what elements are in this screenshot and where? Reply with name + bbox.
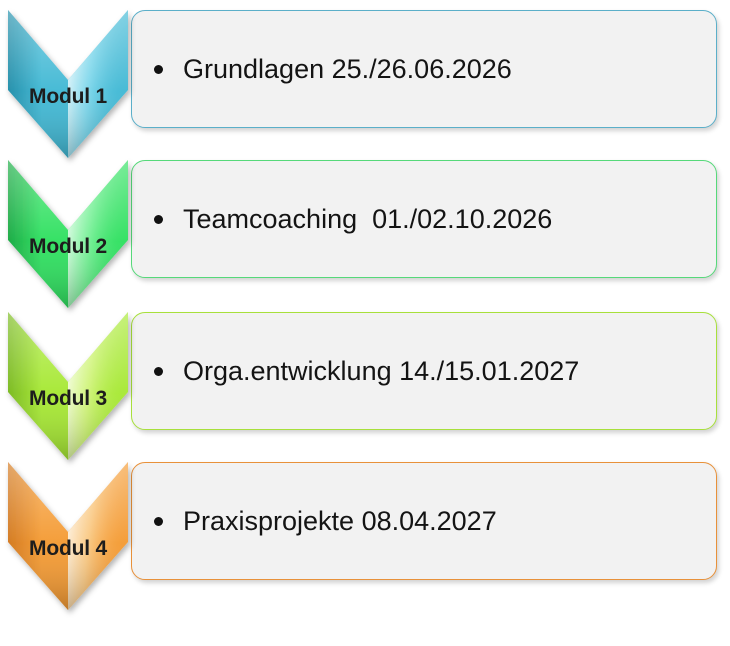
step-text-label: Orga.entwicklung 14./15.01.2027 [183, 355, 580, 386]
process-step: Orga.entwicklung 14./15.01.2027 Modul 3 [0, 302, 730, 462]
step-text-panel[interactable]: Grundlagen 25./26.06.2026 [131, 10, 717, 128]
chevron-shape[interactable]: Modul 2 [4, 158, 132, 310]
step-text-row: Teamcoaching 01./02.10.2026 [132, 204, 552, 235]
bullet-icon [154, 214, 163, 224]
bullet-icon [154, 64, 163, 74]
step-text-row: Grundlagen 25./26.06.2026 [132, 54, 512, 85]
step-text-label: Praxisprojekte 08.04.2027 [183, 505, 497, 536]
step-text-panel[interactable]: Orga.entwicklung 14./15.01.2027 [131, 312, 717, 430]
chevron-shape[interactable]: Modul 1 [4, 8, 132, 160]
step-text-label: Teamcoaching 01./02.10.2026 [183, 203, 553, 234]
chevron-shape[interactable]: Modul 3 [4, 310, 132, 462]
step-text-row: Orga.entwicklung 14./15.01.2027 [132, 356, 579, 387]
process-step: Grundlagen 25./26.06.2026 Modul 1 [0, 0, 730, 160]
bullet-icon [154, 366, 163, 376]
step-text-label: Grundlagen 25./26.06.2026 [183, 53, 512, 84]
step-text-panel[interactable]: Praxisprojekte 08.04.2027 [131, 462, 717, 580]
process-step: Praxisprojekte 08.04.2027 Modul 4 [0, 452, 730, 612]
chevron-shape[interactable]: Modul 4 [4, 460, 132, 612]
step-text-row: Praxisprojekte 08.04.2027 [132, 506, 497, 537]
bullet-icon [154, 516, 163, 526]
step-text-panel[interactable]: Teamcoaching 01./02.10.2026 [131, 160, 717, 278]
process-step: Teamcoaching 01./02.10.2026 Modul 2 [0, 150, 730, 310]
